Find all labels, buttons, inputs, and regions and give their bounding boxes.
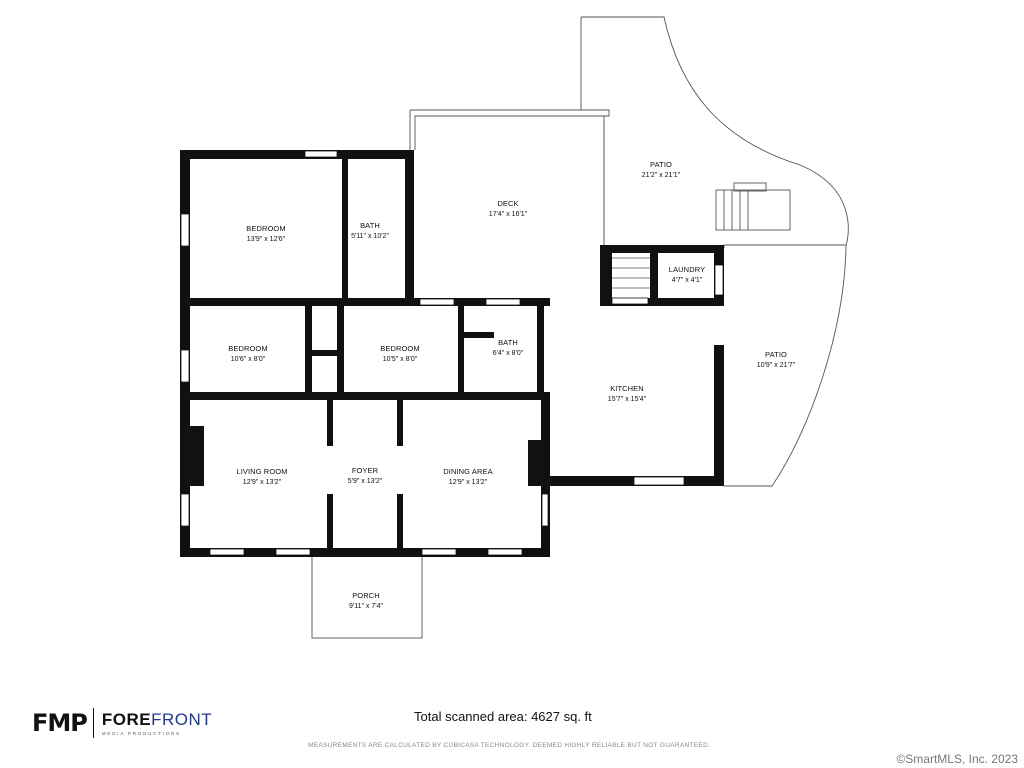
svg-text:10'9" x 21'7": 10'9" x 21'7" xyxy=(757,362,796,369)
room-kitchen: KITCHEN 15'7" x 15'4" xyxy=(608,384,647,403)
svg-text:10'5" x 8'0": 10'5" x 8'0" xyxy=(383,356,418,363)
svg-text:15'7" x 15'4": 15'7" x 15'4" xyxy=(608,396,647,403)
svg-text:13'9" x 12'6": 13'9" x 12'6" xyxy=(247,236,286,243)
svg-text:KITCHEN: KITCHEN xyxy=(610,384,644,393)
interior-stairs xyxy=(612,257,650,289)
logo-divider xyxy=(92,708,94,738)
svg-text:DECK: DECK xyxy=(497,199,518,208)
svg-text:LIVING ROOM: LIVING ROOM xyxy=(236,467,287,476)
patio-stairs xyxy=(715,182,791,231)
svg-text:6'4" x 8'0": 6'4" x 8'0" xyxy=(493,350,524,357)
room-patio-1: PATIO 21'2" x 21'1" xyxy=(642,160,681,179)
svg-text:BEDROOM: BEDROOM xyxy=(380,344,419,353)
deck-outline xyxy=(409,109,610,245)
logo-brand: FOREFRONT xyxy=(101,710,213,729)
patio-upper-outline xyxy=(580,16,849,248)
room-foyer: FOYER 5'9" x 13'2" xyxy=(348,466,383,485)
svg-text:FOYER: FOYER xyxy=(352,466,379,475)
logo-text: FOREFRONT MEDIA PRODUCTIONS xyxy=(102,710,212,736)
room-bath-2: BATH 6'4" x 8'0" xyxy=(493,338,524,357)
svg-text:PATIO: PATIO xyxy=(650,160,672,169)
room-porch: PORCH 9'11" x 7'4" xyxy=(349,591,383,610)
svg-text:BEDROOM: BEDROOM xyxy=(228,344,267,353)
svg-text:BATH: BATH xyxy=(360,221,380,230)
floor-plan: BEDROOM 13'9" x 12'6" BATH 5'11" x 10'2"… xyxy=(180,16,849,639)
svg-text:PATIO: PATIO xyxy=(765,350,787,359)
svg-text:17'4" x 16'1": 17'4" x 16'1" xyxy=(489,211,528,218)
svg-text:4'7" x 4'1": 4'7" x 4'1" xyxy=(672,277,703,284)
room-dining: DINING AREA 12'9" x 13'2" xyxy=(443,467,492,486)
room-laundry: LAUNDRY 4'7" x 4'1" xyxy=(669,265,705,284)
copyright: ©SmartMLS, Inc. 2023 xyxy=(896,752,1018,766)
room-bedroom-2: BEDROOM 10'6" x 8'0" xyxy=(228,344,267,363)
room-bedroom-3: BEDROOM 10'5" x 8'0" xyxy=(380,344,419,363)
svg-text:21'2" x 21'1": 21'2" x 21'1" xyxy=(642,172,681,179)
svg-text:9'11" x 7'4": 9'11" x 7'4" xyxy=(349,603,383,610)
disclaimer: MEASUREMENTS ARE CALCULATED BY CUBICASA … xyxy=(308,742,711,749)
logo-mark: FMP xyxy=(32,709,88,737)
room-deck: DECK 17'4" x 16'1" xyxy=(489,199,528,218)
logo-subtitle: MEDIA PRODUCTIONS xyxy=(101,731,181,736)
room-patio-2: PATIO 10'9" x 21'7" xyxy=(757,350,796,369)
svg-text:LAUNDRY: LAUNDRY xyxy=(669,265,705,274)
room-bath-1: BATH 5'11" x 10'2" xyxy=(351,221,389,240)
walls xyxy=(180,150,724,557)
total-area: Total scanned area: 4627 sq. ft xyxy=(414,709,592,724)
svg-text:BEDROOM: BEDROOM xyxy=(246,224,285,233)
svg-text:10'6" x 8'0": 10'6" x 8'0" xyxy=(231,356,266,363)
forefront-logo: FMP FOREFRONT MEDIA PRODUCTIONS xyxy=(32,706,212,740)
svg-text:12'9" x 13'2": 12'9" x 13'2" xyxy=(449,479,488,486)
room-bedroom-1: BEDROOM 13'9" x 12'6" xyxy=(246,224,285,243)
svg-text:BATH: BATH xyxy=(498,338,518,347)
svg-text:PORCH: PORCH xyxy=(352,591,380,600)
svg-text:12'9" x 13'2": 12'9" x 13'2" xyxy=(243,479,282,486)
svg-text:5'9" x 13'2": 5'9" x 13'2" xyxy=(348,478,383,485)
room-living: LIVING ROOM 12'9" x 13'2" xyxy=(236,467,287,486)
svg-text:DINING AREA: DINING AREA xyxy=(443,467,492,476)
svg-text:5'11" x 10'2": 5'11" x 10'2" xyxy=(351,233,389,240)
patio-lower-outline xyxy=(724,244,847,487)
windows xyxy=(180,150,724,556)
